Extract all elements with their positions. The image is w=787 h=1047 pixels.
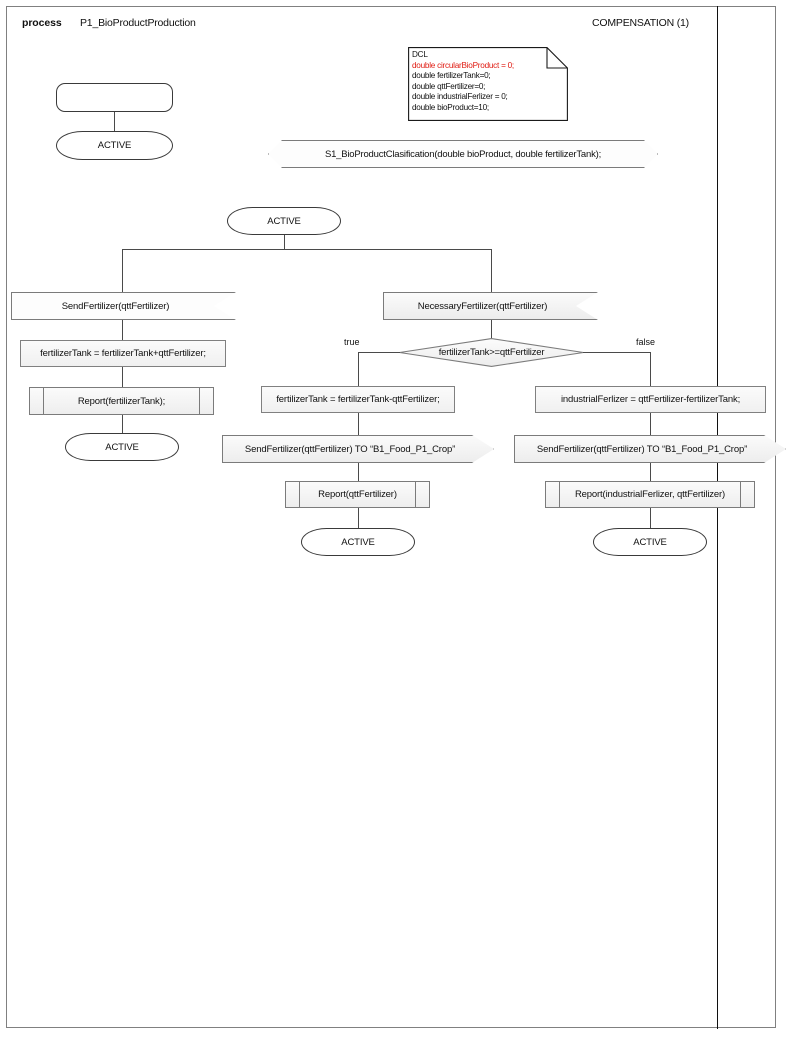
send-fertilizer-false[interactable]: SendFertilizer(qttFertilizer) TO “B1_Foo… xyxy=(514,435,786,463)
connector-true-1 xyxy=(358,413,359,435)
report-fertilizer-tank[interactable]: Report(fertilizerTank); xyxy=(29,387,214,415)
state-active-left[interactable]: ACTIVE xyxy=(65,433,179,461)
service-call-node[interactable]: S1_BioProductClasification(double bioPro… xyxy=(268,140,658,168)
predef-bar-right xyxy=(199,388,200,414)
decision-node[interactable]: fertilizerTank>=qttFertilizer xyxy=(399,338,584,367)
connector-start-to-active xyxy=(114,112,115,131)
note-line-3: double qttFertilizer=0; xyxy=(412,81,486,91)
connector-split-bar xyxy=(122,249,492,250)
connector-split-right xyxy=(491,249,492,292)
state-active-false[interactable]: ACTIVE xyxy=(593,528,707,556)
connector-true-arm xyxy=(358,352,400,353)
note-line-4: double industrialFerlizer = 0; xyxy=(412,92,508,102)
assign-tank-add[interactable]: fertilizerTank = fertilizerTank+qttFerti… xyxy=(20,340,226,367)
report-qtt-fertilizer-label: Report(qttFertilizer) xyxy=(318,489,397,500)
connector-split-left xyxy=(122,249,123,292)
receive-necessary-fertilizer-label: NecessaryFertilizer(qttFertilizer) xyxy=(417,300,548,312)
connector-true-2 xyxy=(358,463,359,481)
report-industrial-label: Report(industrialFerlizer, qttFertilizer… xyxy=(574,489,726,500)
predef-bar-right xyxy=(415,482,416,507)
connector-false-3 xyxy=(650,508,651,528)
connector-false-down xyxy=(650,352,651,386)
connector-left-3 xyxy=(122,415,123,433)
process-name: P1_BioProductProduction xyxy=(80,17,196,29)
process-keyword: process xyxy=(22,17,62,29)
branch-label-true: true xyxy=(344,337,360,347)
send-fertilizer-true-label: SendFertilizer(qttFertilizer) TO “B1_Foo… xyxy=(244,443,456,455)
note-title: DCL xyxy=(412,50,428,59)
state-active-top[interactable]: ACTIVE xyxy=(56,131,173,160)
note-line-2: double fertilizerTank=0; xyxy=(412,71,491,81)
report-fertilizer-tank-label: Report(fertilizerTank); xyxy=(77,395,166,407)
connector-true-down xyxy=(358,352,359,386)
predef-bar-left xyxy=(559,482,560,507)
branch-label-false: false xyxy=(636,337,656,347)
connector-true-3 xyxy=(358,508,359,528)
state-active-true[interactable]: ACTIVE xyxy=(301,528,415,556)
frame-right-divider xyxy=(717,6,718,1029)
predef-bar-right xyxy=(740,482,741,507)
declaration-note: DCL double circularBioProduct = 0; doubl… xyxy=(408,47,568,121)
connector-left-1 xyxy=(122,320,123,340)
assign-industrial[interactable]: industrialFerlizer = qttFertilizer-ferti… xyxy=(535,386,766,413)
note-line-5: double bioProduct=10; xyxy=(412,102,489,112)
connector-false-1 xyxy=(650,413,651,435)
process-frame xyxy=(6,6,776,1028)
send-fertilizer-false-label: SendFertilizer(qttFertilizer) TO “B1_Foo… xyxy=(536,443,748,455)
service-call-label: S1_BioProductClasification(double bioPro… xyxy=(324,148,602,160)
connector-false-2 xyxy=(650,463,651,481)
receive-necessary-fertilizer[interactable]: NecessaryFertilizer(qttFertilizer) xyxy=(383,292,598,320)
predef-bar-left xyxy=(43,388,44,414)
note-text-block: DCL double circularBioProduct = 0; doubl… xyxy=(412,50,564,114)
state-active-mid[interactable]: ACTIVE xyxy=(227,207,341,235)
decision-label: fertilizerTank>=qttFertilizer xyxy=(438,347,545,358)
connector-left-2 xyxy=(122,367,123,387)
assign-tank-sub[interactable]: fertilizerTank = fertilizerTank-qttFerti… xyxy=(261,386,455,413)
send-fertilizer-true[interactable]: SendFertilizer(qttFertilizer) TO “B1_Foo… xyxy=(222,435,494,463)
compensation-label: COMPENSATION (1) xyxy=(592,17,689,29)
receive-send-fertilizer-label: SendFertilizer(qttFertilizer) xyxy=(61,300,170,312)
note-line-1: double circularBioProduct = 0; xyxy=(412,60,514,70)
predef-bar-left xyxy=(299,482,300,507)
start-state-node[interactable] xyxy=(56,83,173,112)
report-qtt-fertilizer[interactable]: Report(qttFertilizer) xyxy=(285,481,430,508)
report-industrial[interactable]: Report(industrialFerlizer, qttFertilizer… xyxy=(545,481,755,508)
connector-recv-to-decision xyxy=(491,320,492,338)
connector-mid-active-down xyxy=(284,235,285,249)
receive-send-fertilizer[interactable]: SendFertilizer(qttFertilizer) xyxy=(11,292,236,320)
connector-false-arm xyxy=(583,352,650,353)
